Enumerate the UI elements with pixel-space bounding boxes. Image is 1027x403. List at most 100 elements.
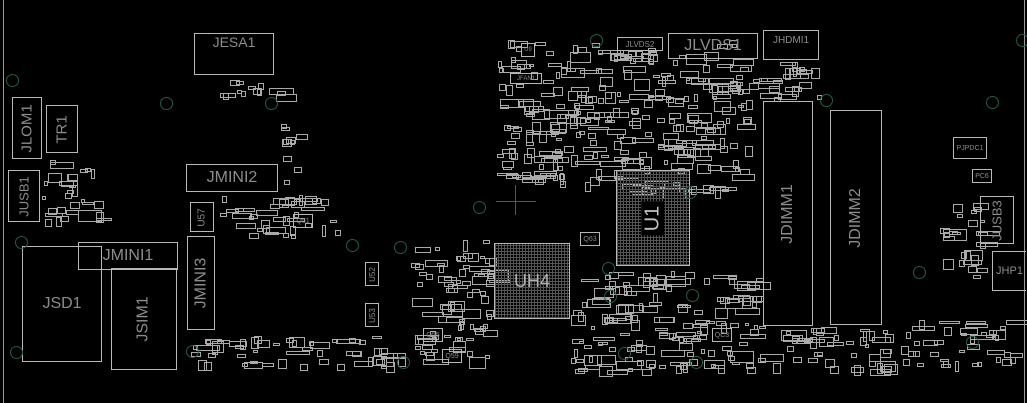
component-jdimm2[interactable]: JDIMM2 (830, 110, 882, 325)
label: PC6 (975, 172, 989, 180)
smd-pad (486, 309, 494, 318)
smd-pad (644, 131, 652, 137)
smd-pad (673, 59, 679, 67)
smd-pad (632, 137, 654, 144)
smd-pad (285, 351, 310, 356)
smd-pad (345, 351, 362, 357)
smd-pad (454, 336, 463, 342)
smd-pad (732, 174, 756, 181)
smd-pad (487, 314, 493, 321)
smd-pad (206, 339, 211, 346)
smd-pad (793, 357, 802, 363)
component-q51[interactable]: Q51 (293, 214, 313, 228)
smd-pad (234, 208, 255, 212)
smd-pad (65, 193, 72, 199)
mounting-hole (590, 34, 603, 47)
smd-pad (737, 104, 744, 108)
smd-pad (456, 255, 462, 261)
smd-pad (607, 128, 627, 135)
component-pc6[interactable]: PC6 (972, 169, 992, 183)
component-jusb3[interactable]: JUSB3 (980, 196, 1014, 244)
smd-pad (649, 363, 656, 369)
smd-pad (943, 258, 954, 270)
smd-pad (247, 85, 257, 90)
component-jfan1[interactable]: JFAN1 (510, 73, 542, 84)
smd-pad (497, 60, 503, 68)
component-u1[interactable]: U1 (616, 170, 690, 266)
smd-pad (631, 109, 639, 115)
component-u57[interactable]: U57 (190, 202, 214, 232)
component-q63[interactable]: Q63 (580, 232, 600, 246)
smd-pad (715, 308, 728, 320)
smd-pad (235, 344, 245, 350)
smd-pad (685, 54, 707, 65)
smd-pad (241, 91, 246, 98)
component-jsd1[interactable]: JSD1 (22, 246, 102, 362)
smd-pad (449, 301, 456, 312)
component-jsim1[interactable]: JSIM1 (111, 268, 177, 370)
smd-pad (661, 76, 666, 87)
smd-pad (736, 75, 743, 80)
smd-pad (868, 361, 877, 368)
smd-pad (555, 72, 560, 80)
component-pjpdc1[interactable]: PJPDC1 (953, 137, 987, 159)
smd-pad (485, 258, 490, 265)
component-jhp1[interactable]: JHP1 (992, 251, 1026, 291)
smd-pad (739, 66, 750, 73)
smd-pad (281, 124, 287, 129)
smd-pad (758, 325, 766, 330)
smd-pad (463, 253, 474, 260)
smd-pad (683, 337, 701, 343)
smd-pad (729, 64, 752, 72)
smd-pad (208, 353, 216, 359)
component-jdimm1[interactable]: JDIMM1 (763, 101, 813, 326)
smd-pad (964, 250, 971, 261)
smd-pad (697, 330, 703, 335)
smd-pad (599, 366, 613, 377)
smd-pad (597, 341, 603, 347)
component-jusb1[interactable]: JUSB1 (8, 170, 40, 222)
component-jhdmi1[interactable]: JHDMI1 (763, 30, 819, 60)
smd-pad (666, 284, 672, 292)
smd-pad (522, 176, 547, 183)
label: TR1 (53, 114, 71, 144)
smd-pad (568, 90, 578, 101)
smd-pad (913, 351, 921, 357)
smd-pad (686, 78, 709, 85)
smd-pad (604, 274, 611, 281)
component-jlvds2[interactable]: JLVDS2 (617, 37, 663, 51)
smd-pad (753, 325, 759, 331)
component-q55[interactable]: Q55 (423, 328, 443, 342)
component-jlvds1[interactable]: JLVDS1 (668, 33, 758, 59)
smd-pad (466, 351, 473, 357)
smd-pad (737, 280, 756, 291)
smd-pad (276, 91, 287, 97)
smd-pad (559, 114, 567, 119)
component-jesa1[interactable]: JESA1 (194, 33, 274, 75)
component-jmini1[interactable]: JMINI1 (78, 242, 178, 270)
smd-pad (942, 361, 949, 368)
smd-pad (506, 126, 520, 130)
smd-pad (834, 335, 840, 341)
component-u52[interactable]: U52 (365, 262, 379, 286)
smd-pad (740, 169, 750, 175)
smd-pad (934, 340, 945, 346)
label: U9 (524, 47, 532, 53)
component-tr1[interactable]: TR1 (46, 105, 78, 153)
smd-pad (430, 348, 438, 353)
smd-pad (958, 260, 966, 267)
component-jmini2[interactable]: JMINI2 (186, 164, 278, 192)
smd-pad (972, 274, 982, 279)
component-jlom1[interactable]: JLOM1 (12, 97, 42, 159)
smd-pad (586, 118, 591, 124)
component-u53[interactable]: U53 (365, 303, 379, 327)
component-q59[interactable]: Q59 (442, 349, 462, 363)
component-qc3[interactable]: QC3 (712, 328, 732, 342)
smd-pad (717, 44, 728, 50)
component-uh4[interactable]: UH4 (494, 243, 570, 319)
smd-pad (309, 341, 331, 349)
smd-pad (911, 325, 936, 332)
component-jmini3[interactable]: JMINI3 (187, 236, 215, 330)
component-u9[interactable]: U9 (521, 43, 535, 57)
